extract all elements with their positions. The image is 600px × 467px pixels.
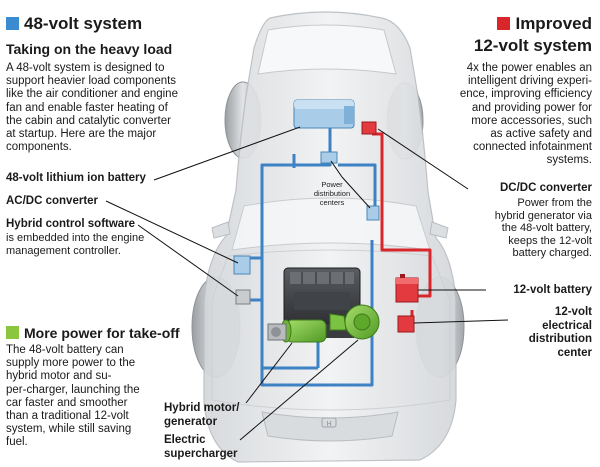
- power-distribution-box-upper: [320, 151, 338, 164]
- body-more-power: The 48-volt battery can supply more powe…: [6, 344, 140, 449]
- green-square-marker: [6, 326, 19, 339]
- title-12v-system: 12-volt system: [473, 36, 592, 55]
- hood-outline: [211, 249, 451, 411]
- hybrid-motor-generator: [267, 319, 327, 343]
- label-hybrid-motor-generator: Hybrid motor/ generator: [164, 402, 240, 428]
- dcdc-converter-unit: [361, 121, 377, 135]
- label-48v-battery: 48-volt lithium ion battery: [6, 172, 146, 184]
- hybrid-controller-unit: [235, 289, 251, 305]
- svg-text:H: H: [326, 421, 331, 428]
- label-12v-battery: 12-volt battery: [513, 284, 592, 296]
- power-distribution-box-lower: [366, 205, 380, 221]
- red-square-marker: [497, 17, 511, 30]
- side-mirror-left: [211, 221, 231, 239]
- electric-supercharger: [329, 304, 380, 340]
- title-48v: 48-volt system: [6, 14, 142, 34]
- title-more-power-text: More power for take-off: [24, 325, 180, 341]
- label-12v-distribution-center: 12-volt electrical distribution center: [528, 306, 592, 359]
- leader-lines: [105, 126, 509, 441]
- car-logo: H: [321, 417, 337, 428]
- label-hybrid-control-software: Hybrid control software: [6, 218, 136, 230]
- label-power-distribution-centers: Power distribution centers: [313, 180, 351, 207]
- title-more-power: More power for take-off: [6, 325, 180, 342]
- acdc-converter-unit: [233, 255, 251, 275]
- label-dcdc-converter-body: Power from the hybrid generator via the …: [494, 197, 592, 259]
- body-48v: A 48-volt system is designed to support …: [6, 62, 178, 154]
- side-mirror-right: [429, 221, 449, 239]
- label-hybrid-control-software-body: is embedded into the engine management c…: [6, 232, 145, 257]
- title-improved-text: Improved: [515, 14, 592, 33]
- rear-window: [257, 24, 397, 75]
- body-12v: 4x the power enables an intelligent driv…: [459, 62, 592, 167]
- subtitle-48v: Taking on the heavy load: [6, 41, 173, 57]
- distribution-center-12v-unit: [397, 315, 415, 333]
- label-acdc-converter: AC/DC converter: [6, 195, 99, 207]
- label-dcdc-converter: DC/DC converter: [499, 182, 592, 194]
- title-48v-text: 48-volt system: [24, 14, 143, 33]
- label-electric-supercharger: Electric supercharger: [164, 434, 238, 460]
- battery-48v: [293, 99, 355, 129]
- battery-12v: [395, 274, 419, 303]
- blue-square-marker: [6, 17, 19, 30]
- title-improved: Improved: [497, 14, 592, 34]
